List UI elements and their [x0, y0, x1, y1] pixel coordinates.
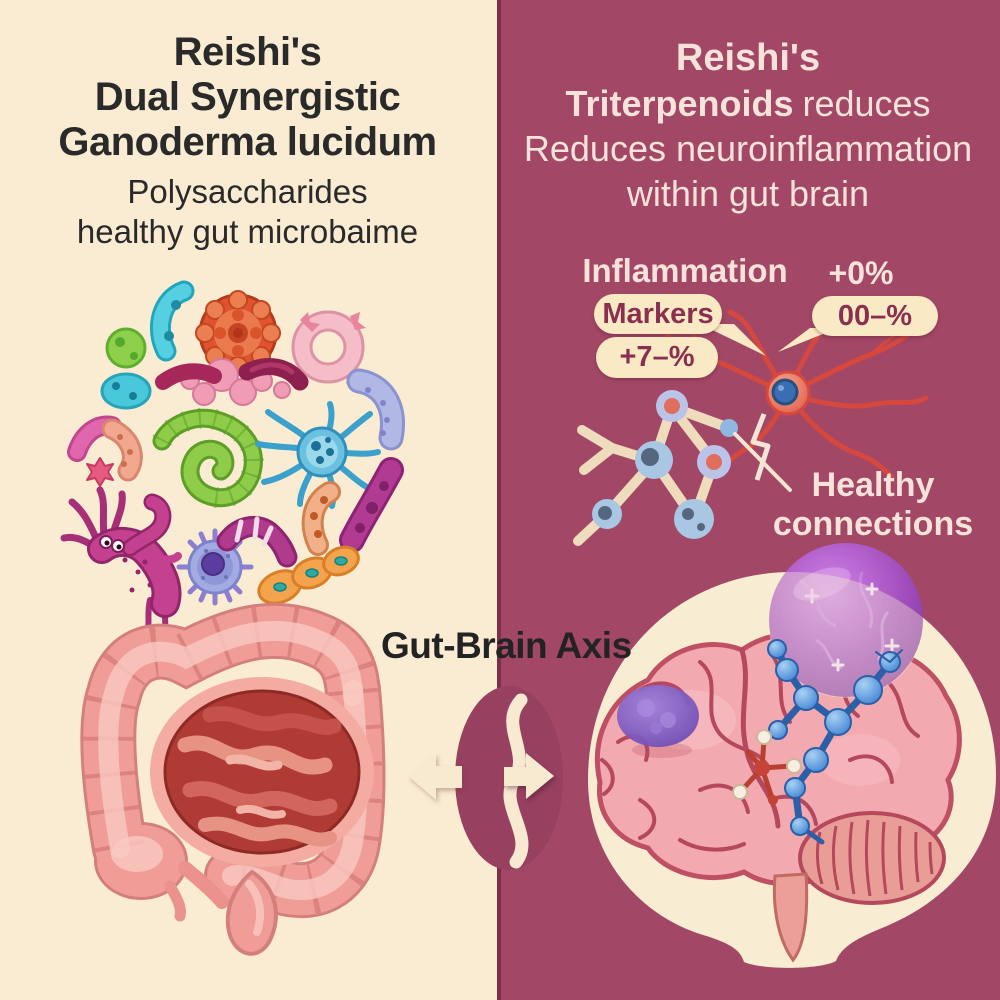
right-title-line4: within gut brain [626, 173, 870, 214]
inflammation-value-label: +0% [828, 255, 894, 291]
right-title-line2-bold: Triterpenoids [565, 83, 794, 124]
microbe-caterpillar [60, 486, 182, 650]
microbe-teal-oval [100, 372, 152, 410]
cerebellum [798, 811, 946, 905]
brain-illustration [588, 543, 996, 968]
gut-brain-connector [408, 686, 563, 870]
microbe-green-sphere [105, 327, 147, 369]
left-title: Reishi's Dual Synergistic Ganoderma luci… [10, 30, 485, 165]
left-subtitle-line2: healthy gut microbaime [76, 213, 419, 250]
microbe-salmon-rod [101, 418, 143, 482]
left-subtitle-line1: Polysaccharides [127, 173, 368, 210]
rectum [225, 869, 278, 956]
microbe-magenta-rod [339, 457, 404, 553]
right-title-line3: Reduces neuroinflammation [523, 128, 973, 169]
left-title-line1: Reishi's [173, 30, 322, 74]
value-bubble-1: 00–% [812, 296, 938, 336]
microbe-maroon-rod-cluster [155, 358, 309, 406]
healthy-connections-label: Healthy connections [770, 466, 976, 544]
microbe-orange-chain [257, 545, 360, 605]
serotonin-molecule [732, 729, 802, 805]
triterpenoid-molecule-illustration [573, 390, 792, 546]
arrow-right-icon [504, 753, 554, 799]
healthy-line1: Healthy [811, 466, 935, 504]
intestines-illustration [80, 602, 386, 956]
left-title-line3: Ganoderma lucidum [58, 120, 437, 164]
arrow-left-icon [408, 752, 462, 800]
microbe-pink-ring [288, 310, 366, 391]
microbe-blue-flagellate [255, 401, 381, 509]
healthy-line2: connections [772, 505, 974, 543]
gut-brain-axis-label: Gut-Brain Axis [381, 625, 632, 666]
right-title-line1: Reishi's [675, 37, 821, 79]
microbe-striped-rod [216, 515, 298, 568]
inflammation-label: Inflammation [582, 252, 788, 289]
microbe-periwinkle-rod [346, 368, 405, 451]
left-subtitle: Polysaccharides healthy gut microbaime [10, 172, 485, 252]
microbe-pink-star [86, 457, 114, 487]
microbe-rosette [195, 290, 281, 376]
small-intestine [150, 677, 374, 867]
markers-bubble: Markers [594, 294, 722, 334]
brain-stem [772, 872, 809, 963]
value-bubble-2: +7–% [596, 337, 718, 378]
gut-microbes-illustration [60, 280, 405, 650]
healthy-pointer-line [733, 432, 792, 492]
brain-purple-blob [617, 685, 699, 758]
left-title-line2: Dual Synergistic [94, 75, 401, 119]
neuron-crack [750, 413, 771, 481]
neurotransmitter-molecule [767, 639, 903, 845]
neuron-nucleus [771, 378, 799, 406]
microbe-teal-rod [149, 280, 195, 362]
right-title-line2-regular: reduces [802, 83, 931, 124]
colon [80, 602, 386, 922]
microbe-peach-spotted-rod [301, 481, 341, 556]
microbe-green-spiral [152, 407, 264, 509]
markers-bubble-tail [700, 324, 766, 356]
